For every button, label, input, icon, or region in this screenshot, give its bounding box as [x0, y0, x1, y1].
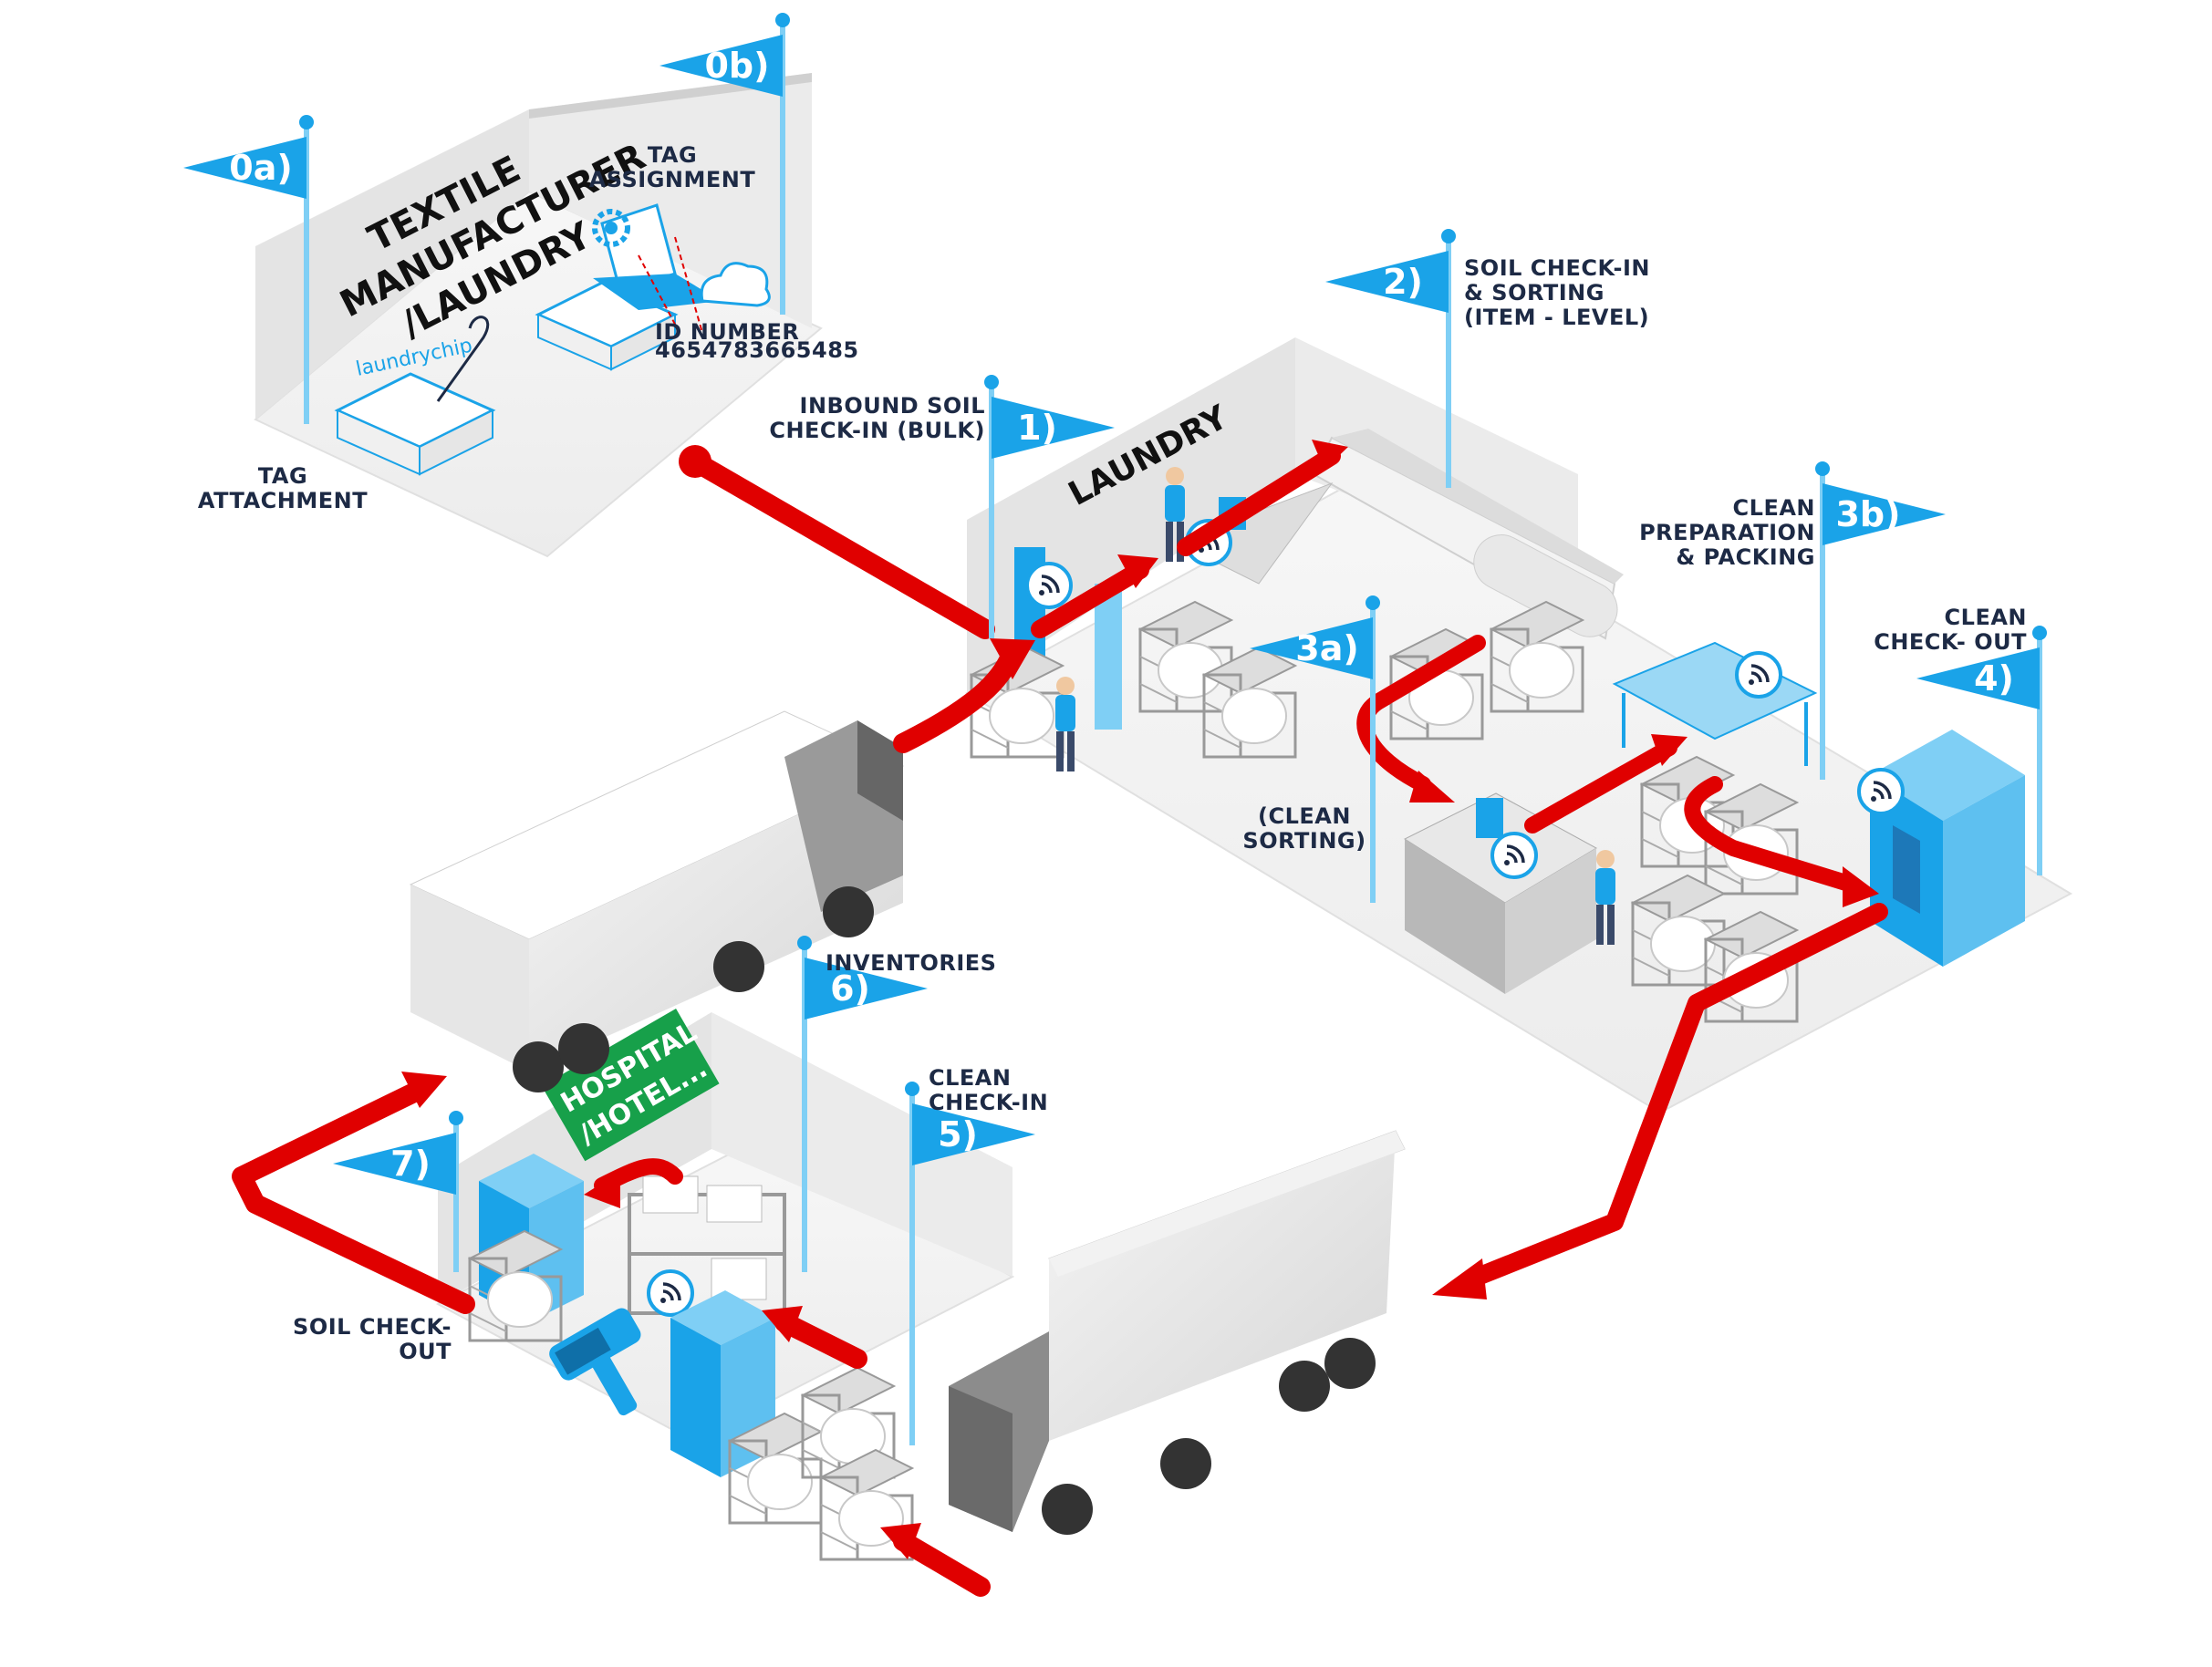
- step-flags: 0a)TAGATTACHMENT0b)TAGASSIGNMENT1)INBOUN…: [183, 13, 2047, 1445]
- step-flag: [1916, 647, 2040, 709]
- step-label: CHECK- OUT: [1874, 629, 2027, 655]
- step-label: CHECK-IN: [929, 1090, 1048, 1115]
- step-label: ASSIGNMENT: [589, 167, 756, 192]
- step-flag-group: 6)INVENTORIES: [797, 936, 996, 1272]
- washing-machine-line: [1312, 429, 1624, 640]
- step-label: SOIL CHECK-: [293, 1314, 452, 1340]
- step-label: (ITEM - LEVEL): [1464, 305, 1649, 330]
- step-label: SOIL CHECK-IN: [1464, 255, 1650, 281]
- step-label: CHECK-IN (BULK): [769, 418, 985, 443]
- step-label: & PACKING: [1676, 544, 1815, 570]
- step-flag: [333, 1133, 456, 1195]
- truck-icon: [409, 710, 905, 1092]
- step-flag: [1250, 617, 1373, 679]
- handheld-scanner-icon: [549, 1308, 641, 1416]
- step-flag-group: 2) SOIL CHECK-IN& SORTING(ITEM - LEVEL): [1325, 229, 1650, 488]
- step-number: 4): [1974, 658, 2014, 699]
- flag-pole-knob: [1815, 461, 1830, 476]
- id-number-value: 4654783665485: [655, 337, 859, 363]
- hospital-room: HOSPITAL /HOTEL...: [435, 1009, 1015, 1561]
- rfid-wave-icon: [1025, 562, 1073, 609]
- worker-icon: [1055, 677, 1075, 771]
- laundry-room: LAUNDRY: [964, 337, 2073, 1114]
- needle-icon: [436, 316, 490, 402]
- flag-pole-knob: [299, 115, 314, 129]
- rfid-wave-icon: [1735, 651, 1782, 699]
- flag-pole-knob: [775, 13, 790, 27]
- rfid-wave-icon: [1857, 768, 1905, 815]
- step-flag: [1823, 483, 1946, 545]
- rfid-wave-icon: [1490, 832, 1538, 879]
- step-number: 2): [1383, 262, 1423, 302]
- cloud-icon: [700, 262, 771, 307]
- rfid-gate: [1014, 547, 1122, 730]
- step-label: TAG: [648, 142, 697, 168]
- step-label: TAG: [258, 463, 307, 489]
- step-flag: [1325, 251, 1449, 313]
- gear-icon: [592, 209, 630, 247]
- step-flag: [912, 1103, 1035, 1165]
- step-number: 0a): [229, 148, 292, 188]
- step-flag: [183, 137, 306, 199]
- step-number: 3b): [1835, 494, 1900, 534]
- step-number: 7): [390, 1144, 431, 1184]
- step-label: OUT: [399, 1339, 452, 1364]
- step-number: 3a): [1295, 628, 1358, 668]
- linen-stack-icon: [334, 372, 496, 476]
- flow-arrows: [232, 440, 1888, 1597]
- step-label: CLEAN: [1733, 495, 1815, 521]
- rfid-wave-icon: [647, 1269, 694, 1317]
- linen-stack-icon: [535, 281, 679, 371]
- step-label: ATTACHMENT: [198, 488, 368, 513]
- manufacturer-room: TEXTILE MANUFACTURER /LAUNDRY laundrychi…: [254, 73, 859, 558]
- flag-pole-knob: [797, 936, 812, 950]
- step-label: & SORTING: [1464, 280, 1604, 305]
- step-number: 6): [830, 968, 870, 1009]
- step-label: (CLEAN: [1258, 803, 1351, 829]
- packing-table: [1612, 641, 1818, 766]
- step-flag: [805, 958, 928, 1020]
- step-label: CLEAN: [929, 1065, 1011, 1091]
- step-number: 0b): [704, 46, 769, 86]
- flag-pole-knob: [984, 375, 999, 389]
- rfid-cabinet: [1870, 730, 2025, 967]
- truck-icon: [949, 1130, 1406, 1535]
- flag-pole-knob: [1441, 229, 1456, 243]
- step-flag: [659, 35, 783, 97]
- step-flag-group: 7) SOIL CHECK-OUT: [293, 1111, 463, 1364]
- step-flag: [992, 397, 1115, 459]
- step-label: INVENTORIES: [826, 950, 996, 976]
- flag-pole-knob: [449, 1111, 463, 1125]
- flag-pole-knob: [1366, 595, 1380, 610]
- id-number-label: ID NUMBER: [655, 319, 799, 345]
- step-label: CLEAN: [1945, 605, 2027, 630]
- flag-pole-knob: [905, 1082, 919, 1096]
- step-label: INBOUND SOIL: [800, 393, 985, 419]
- step-label: PREPARATION: [1639, 520, 1815, 545]
- step-label: SORTING): [1242, 828, 1366, 854]
- step-number: 1): [1017, 408, 1057, 448]
- flag-pole-knob: [2032, 626, 2047, 640]
- step-number: 5): [938, 1114, 978, 1154]
